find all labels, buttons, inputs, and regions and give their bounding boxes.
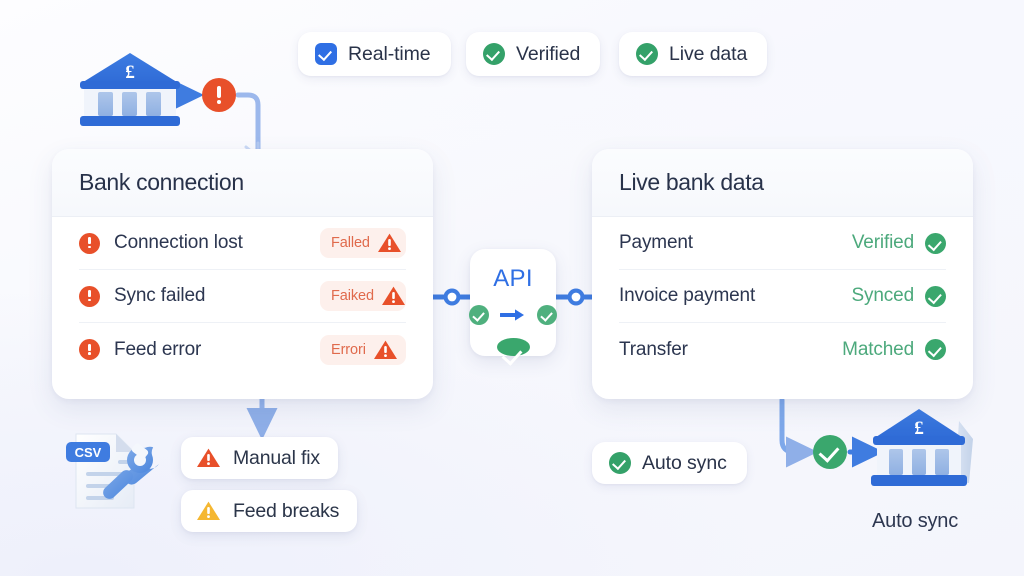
table-row[interactable]: Feed error Errori bbox=[79, 323, 406, 376]
row-label: Transfer bbox=[619, 338, 688, 360]
button-feed-breaks[interactable]: Feed breaks bbox=[181, 490, 358, 532]
warning-triangle-icon bbox=[196, 447, 221, 469]
check-circle-icon-right bbox=[537, 305, 557, 325]
warning-triangle-icon bbox=[196, 500, 221, 522]
svg-text:£: £ bbox=[914, 418, 924, 439]
connector-joint-right bbox=[567, 288, 585, 306]
wire-error-to-left-card bbox=[235, 92, 261, 155]
check-square-icon bbox=[315, 43, 337, 65]
row-label: Invoice payment bbox=[619, 285, 756, 306]
wire-rightcard-to-bank bbox=[779, 397, 819, 468]
connector-joint-left bbox=[443, 288, 461, 306]
status-text: Verified bbox=[851, 232, 914, 253]
card-title: Live bank data bbox=[619, 169, 764, 195]
badge-real-time[interactable]: Real-time bbox=[298, 32, 451, 76]
error-circle-icon bbox=[79, 232, 100, 254]
check-circle-icon-bottom bbox=[496, 338, 530, 356]
button-label: Manual fix bbox=[233, 446, 320, 469]
status-badge: Errori bbox=[320, 334, 406, 365]
row-label: Feed error bbox=[114, 338, 202, 360]
row-label: Sync failed bbox=[114, 285, 206, 306]
api-label: API bbox=[493, 265, 533, 292]
card-live-bank-data: Live bank data Payment Verified Invoice … bbox=[592, 149, 973, 399]
api-flow-row bbox=[469, 305, 557, 325]
card-title: Bank connection bbox=[79, 169, 244, 195]
row-label: Connection lost bbox=[114, 232, 243, 253]
status-text: Synced bbox=[851, 285, 915, 306]
check-circle-icon bbox=[925, 285, 946, 307]
table-row[interactable]: Sync failed Faiked bbox=[79, 270, 406, 323]
button-manual-fix[interactable]: Manual fix bbox=[181, 437, 338, 479]
arrow-right-icon bbox=[500, 309, 524, 321]
card-bank-connection: Bank connection Connection lost Falled bbox=[52, 149, 433, 399]
error-circle-icon bbox=[79, 339, 100, 360]
bank-caption: Auto sync bbox=[872, 510, 959, 532]
badge-label: Auto sync bbox=[642, 451, 727, 474]
table-row[interactable]: Connection lost Falled bbox=[79, 217, 406, 270]
badge-verified[interactable]: Verified bbox=[466, 32, 601, 76]
row-label: Payment bbox=[619, 232, 693, 253]
card-rows: Connection lost Falled Sync failed bbox=[52, 217, 433, 376]
check-circle-icon bbox=[925, 339, 946, 360]
check-circle-icon-left bbox=[469, 305, 489, 325]
check-circle-icon bbox=[609, 452, 631, 474]
table-row[interactable]: Payment Verified bbox=[619, 217, 946, 270]
warning-triangle-icon bbox=[377, 232, 402, 254]
status-badge-text: Falled bbox=[331, 235, 370, 251]
card-header: Bank connection bbox=[52, 149, 433, 217]
bank-building-icon-bottom: £ bbox=[871, 409, 973, 486]
wrench-icon bbox=[103, 443, 159, 499]
card-header: Live bank data bbox=[592, 149, 973, 217]
csv-label: CSV bbox=[75, 445, 102, 460]
error-status-node bbox=[202, 78, 236, 112]
status-badge: Faiked bbox=[320, 281, 406, 311]
warning-triangle-icon bbox=[381, 285, 406, 307]
badge-label: Live data bbox=[669, 42, 748, 65]
error-circle-icon bbox=[79, 285, 100, 307]
button-label: Feed breaks bbox=[233, 499, 340, 522]
badge-live-data[interactable]: Live data bbox=[619, 32, 768, 76]
csv-file-icon: CSV bbox=[66, 433, 159, 509]
check-circle-icon bbox=[636, 43, 658, 65]
svg-text:£: £ bbox=[125, 62, 135, 83]
badge-label: Real-time bbox=[348, 42, 431, 65]
bank-building-icon-top: £ bbox=[80, 53, 180, 126]
status-text: Matched bbox=[842, 338, 914, 360]
status-badge-text: Errori bbox=[331, 341, 366, 358]
status-badge-text: Faiked bbox=[331, 288, 374, 304]
success-status-node bbox=[813, 435, 847, 469]
api-node[interactable]: API bbox=[469, 249, 557, 356]
badge-label: Verified bbox=[516, 42, 581, 65]
badge-auto-sync[interactable]: Auto sync bbox=[592, 442, 747, 484]
check-circle-icon bbox=[483, 43, 505, 65]
check-circle-icon bbox=[925, 232, 946, 254]
card-rows: Payment Verified Invoice payment Synced … bbox=[592, 217, 973, 376]
table-row[interactable]: Invoice payment Synced bbox=[619, 270, 946, 323]
warning-triangle-icon bbox=[373, 339, 398, 361]
status-badge: Falled bbox=[320, 228, 406, 258]
table-row[interactable]: Transfer Matched bbox=[619, 323, 946, 376]
